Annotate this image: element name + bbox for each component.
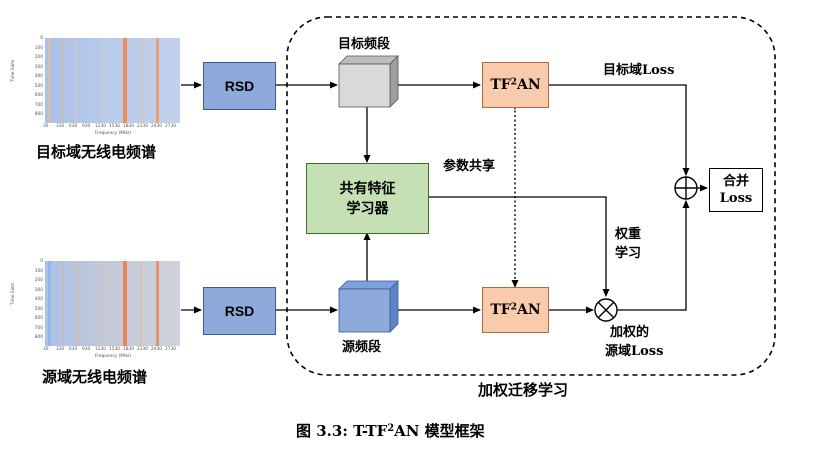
source-y-axis-label: Time Slots [11, 282, 16, 305]
x-tick: 2130 [137, 347, 148, 352]
y-tick: 800 [34, 335, 43, 340]
y-tick: 0 [40, 259, 43, 264]
source-band-cube [338, 280, 399, 333]
tfan-label: TF2AN [490, 301, 541, 318]
x-tick: 1530 [109, 347, 120, 352]
x-tick: 2730 [165, 347, 176, 352]
source-x-axis-label: Frequency (MHz) [95, 354, 132, 359]
weighted-loss-line-1: 加权的 [610, 325, 650, 340]
x-tick: 630 [69, 347, 78, 352]
x-tick: 1230 [95, 347, 106, 352]
source-x-ticks: 30 330 630 930 1230 1530 1830 2130 2430 … [43, 347, 180, 354]
y-tick: 600 [34, 316, 43, 321]
x-tick: 1830 [123, 347, 134, 352]
x-tick: 630 [69, 124, 78, 129]
y-tick: 700 [34, 102, 43, 108]
y-tick: 200 [34, 278, 43, 283]
x-tick: 330 [56, 124, 65, 129]
merged-loss-line-1: 合并 [722, 174, 749, 189]
rsd-block-bottom: RSD [203, 287, 276, 335]
weighted-source-loss-label: 加权的 源域Loss [605, 323, 663, 361]
target-x-ticks: 30 330 630 930 1230 1530 1830 2130 2430 … [43, 124, 180, 131]
target-spectrogram-plot [45, 38, 180, 123]
target-band-cube [338, 55, 399, 108]
multiply-node [594, 298, 618, 322]
tfan-block-top: TF2AN [482, 62, 549, 108]
arrow-target-loss-to-sum [548, 84, 690, 176]
learner-line-1: 共有特征 [339, 180, 396, 197]
source-band-label: 源频段 [342, 340, 382, 355]
target-spectrogram [45, 38, 180, 123]
sum-node [674, 176, 698, 200]
y-tick: 600 [34, 93, 43, 98]
source-spectrogram [45, 261, 180, 346]
merged-loss-box: 合并 Loss [709, 168, 763, 212]
source-spectrum-label: 源域无线电频谱 [42, 368, 148, 386]
y-tick: 400 [34, 74, 43, 79]
target-y-axis-label: Time Slots [11, 59, 16, 82]
target-spectrum-label: 目标域无线电频谱 [36, 143, 157, 161]
weight-learn-line-1: 权重 [615, 227, 642, 242]
tfan-block-bottom: TF2AN [482, 287, 549, 333]
weighted-loss-line-2: 源域Loss [605, 344, 664, 359]
tfan-label: TF2AN [490, 76, 541, 93]
y-tick: 0 [40, 36, 43, 41]
x-tick: 30 [43, 124, 49, 129]
figure-caption: 图 3.3: T-TF2AN 模型框架 [296, 422, 485, 440]
arrow-learner-to-weighting [427, 196, 610, 297]
x-tick: 1230 [95, 124, 106, 129]
weight-learn-label: 权重 学习 [615, 225, 641, 263]
y-tick: 800 [34, 112, 43, 117]
x-tick: 2430 [151, 124, 162, 129]
x-tick: 330 [56, 347, 65, 352]
x-tick: 2730 [165, 124, 176, 129]
transfer-region-label: 加权迁移学习 [478, 381, 569, 399]
y-tick: 400 [34, 297, 43, 302]
target-loss-label: 目标域Loss [603, 63, 675, 78]
target-y-ticks: 0 100 200 300 400 500 600 700 800 [22, 36, 43, 123]
x-tick: 930 [82, 347, 91, 352]
y-tick: 300 [34, 64, 43, 70]
x-tick: 2430 [151, 347, 162, 352]
source-spectrogram-plot [45, 261, 180, 346]
y-tick: 700 [34, 325, 43, 331]
x-tick: 2130 [137, 124, 148, 129]
y-tick: 200 [34, 55, 43, 60]
y-tick: 500 [34, 306, 43, 312]
target-band-label: 目标频段 [338, 37, 391, 52]
shared-feature-learner: 共有特征 学习器 [306, 163, 429, 234]
merged-loss-line-2: Loss [719, 191, 753, 206]
target-x-axis-label: Frequency (MHz) [95, 131, 132, 136]
y-tick: 100 [34, 45, 43, 51]
weight-learn-line-2: 学习 [615, 246, 642, 261]
param-share-label: 参数共享 [443, 159, 496, 174]
y-tick: 500 [34, 83, 43, 89]
source-y-ticks: 0 100 200 300 400 500 600 700 800 [22, 259, 43, 346]
x-tick: 930 [82, 124, 91, 129]
x-tick: 1530 [109, 124, 120, 129]
learner-line-2: 学习器 [346, 200, 389, 217]
arrow-weighted-loss-to-sum [617, 200, 690, 311]
y-tick: 100 [34, 268, 43, 274]
rsd-label: RSD [224, 303, 255, 319]
rsd-label: RSD [224, 78, 255, 94]
x-tick: 30 [43, 347, 49, 352]
y-tick: 300 [34, 287, 43, 293]
x-tick: 1830 [123, 124, 134, 129]
rsd-block-top: RSD [203, 62, 276, 110]
